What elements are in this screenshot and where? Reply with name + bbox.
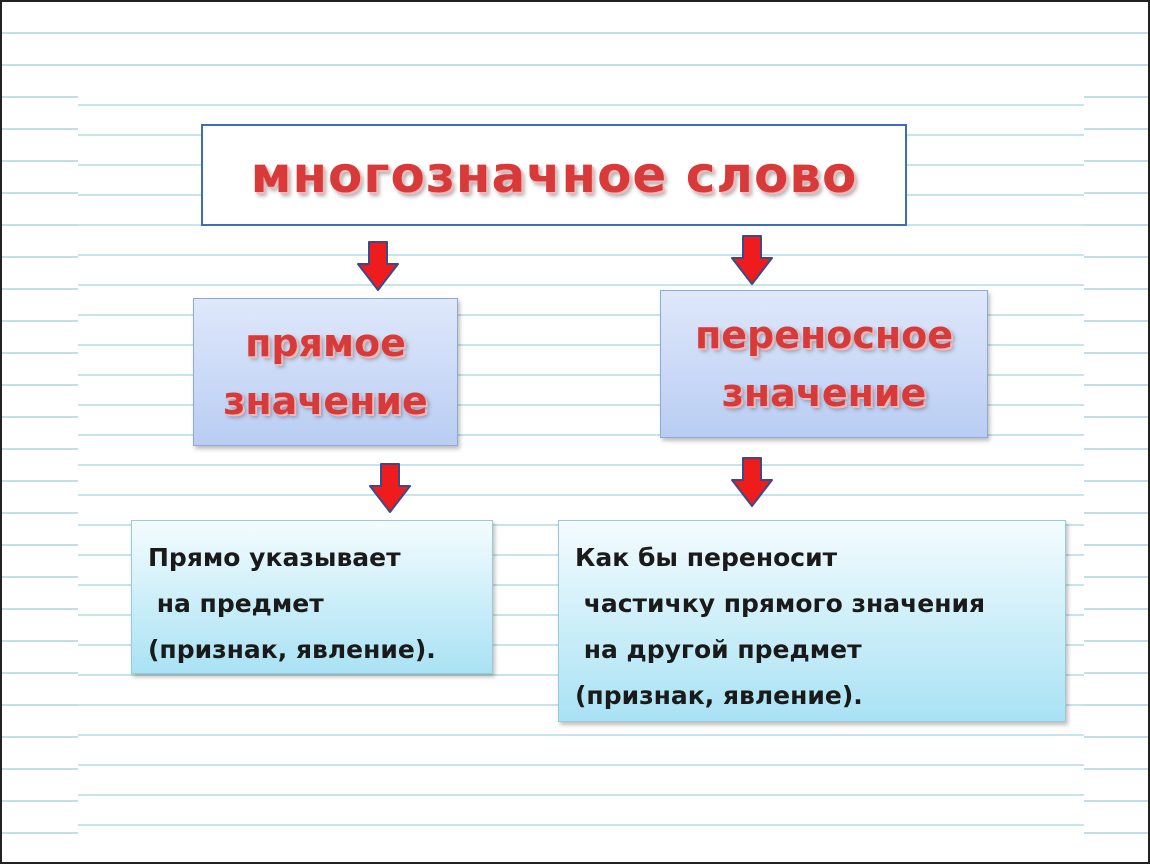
- direct-description: Прямо указывает на предмет (признак, явл…: [148, 543, 436, 664]
- direct-meaning-line1: прямое: [245, 321, 406, 365]
- down-arrow-icon: [731, 235, 773, 285]
- direct-meaning-line2: значение: [223, 379, 428, 423]
- direct-meaning-box: прямое значение: [193, 298, 458, 446]
- figurative-meaning-line2: значение: [721, 371, 927, 415]
- figurative-meaning-box: переносное значение: [660, 290, 988, 438]
- figurative-meaning-line1: переносное: [694, 313, 954, 357]
- down-arrow-icon: [357, 241, 399, 291]
- direct-description-box: Прямо указывает на предмет (признак, явл…: [131, 520, 493, 674]
- title-box: многозначное слово: [201, 124, 907, 226]
- figurative-description: Как бы переносит частичку прямого значен…: [575, 543, 986, 710]
- figurative-description-box: Как бы переносит частичку прямого значен…: [558, 520, 1066, 722]
- page-title: многозначное слово: [250, 146, 858, 204]
- down-arrow-icon: [369, 463, 411, 513]
- down-arrow-icon: [731, 457, 773, 507]
